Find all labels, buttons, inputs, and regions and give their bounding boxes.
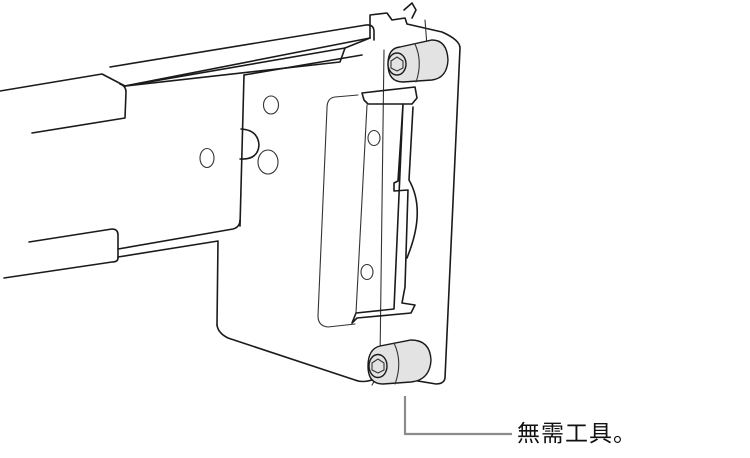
bottom-thumbscrew bbox=[367, 339, 432, 385]
latch-hole bbox=[367, 129, 381, 147]
latch-window bbox=[317, 86, 419, 328]
top-thumbscrew bbox=[387, 39, 449, 83]
upper-rail bbox=[0, 24, 375, 134]
bracket-plate bbox=[199, 54, 373, 383]
latch-hole bbox=[360, 263, 374, 281]
mounting-hole bbox=[199, 147, 215, 169]
hex-socket-icon bbox=[371, 358, 385, 374]
callout-leader-line bbox=[403, 396, 512, 436]
half-hole bbox=[239, 128, 260, 160]
mounting-hole bbox=[262, 95, 280, 115]
lower-rail bbox=[3, 219, 241, 326]
mounting-hole bbox=[257, 149, 279, 175]
hex-socket-icon bbox=[390, 56, 404, 72]
callout-label: 無需工具。 bbox=[517, 421, 637, 447]
